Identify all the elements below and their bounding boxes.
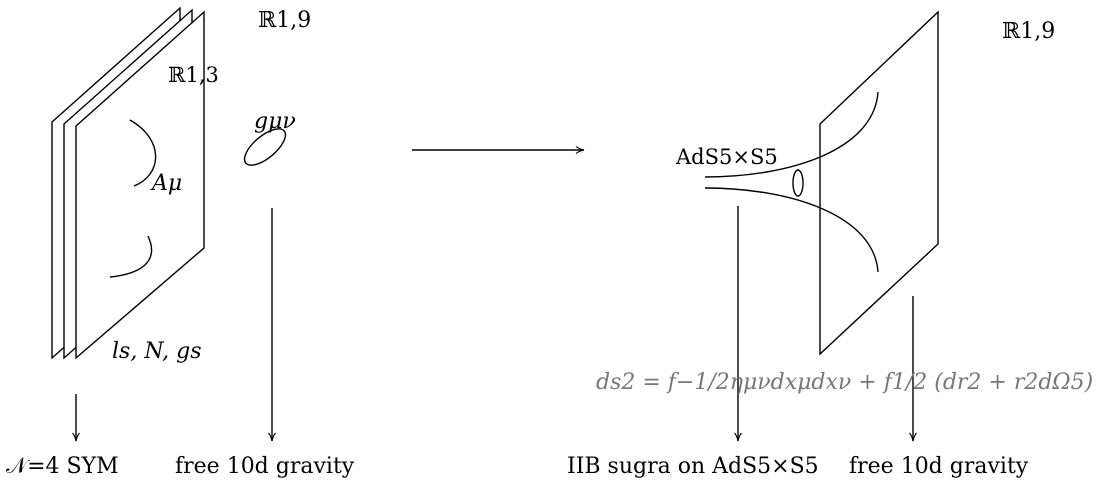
metric-equation: ds2 = f−1/2ημνdxμdxν + f1/2 (dr2 + r2dΩ5…	[596, 370, 1093, 395]
closed-string-loop	[243, 128, 287, 166]
throat-lower-boundary	[704, 187, 879, 273]
left-free-gravity-label: free 10d gravity	[175, 454, 355, 479]
throat-label: AdS5×S5	[675, 145, 778, 169]
brane-stack	[51, 6, 205, 360]
open-string-upper	[129, 119, 157, 187]
left-ambient-space-label: ℝ1,9	[258, 8, 311, 33]
throat-sphere-cross-section	[792, 169, 804, 197]
throat-upper-boundary	[704, 91, 879, 178]
brane-worldvolume-label: ℝ1,3	[168, 63, 219, 87]
brane-parameters-label: ls, N, gs	[112, 339, 202, 364]
gauge-field-label: Aμ	[150, 171, 182, 196]
asymptotic-plane	[819, 10, 939, 356]
brane-sheet-front	[75, 10, 205, 360]
sugra-label: IIB sugra on AdS5×S5	[567, 454, 819, 479]
right-free-gravity-label: free 10d gravity	[849, 454, 1029, 479]
sym-label: 𝒩=4 SYM	[6, 454, 119, 479]
graviton-label: gμν	[254, 109, 296, 134]
right-ambient-space-label: ℝ1,9	[1002, 19, 1055, 44]
open-string-lower	[109, 235, 153, 278]
